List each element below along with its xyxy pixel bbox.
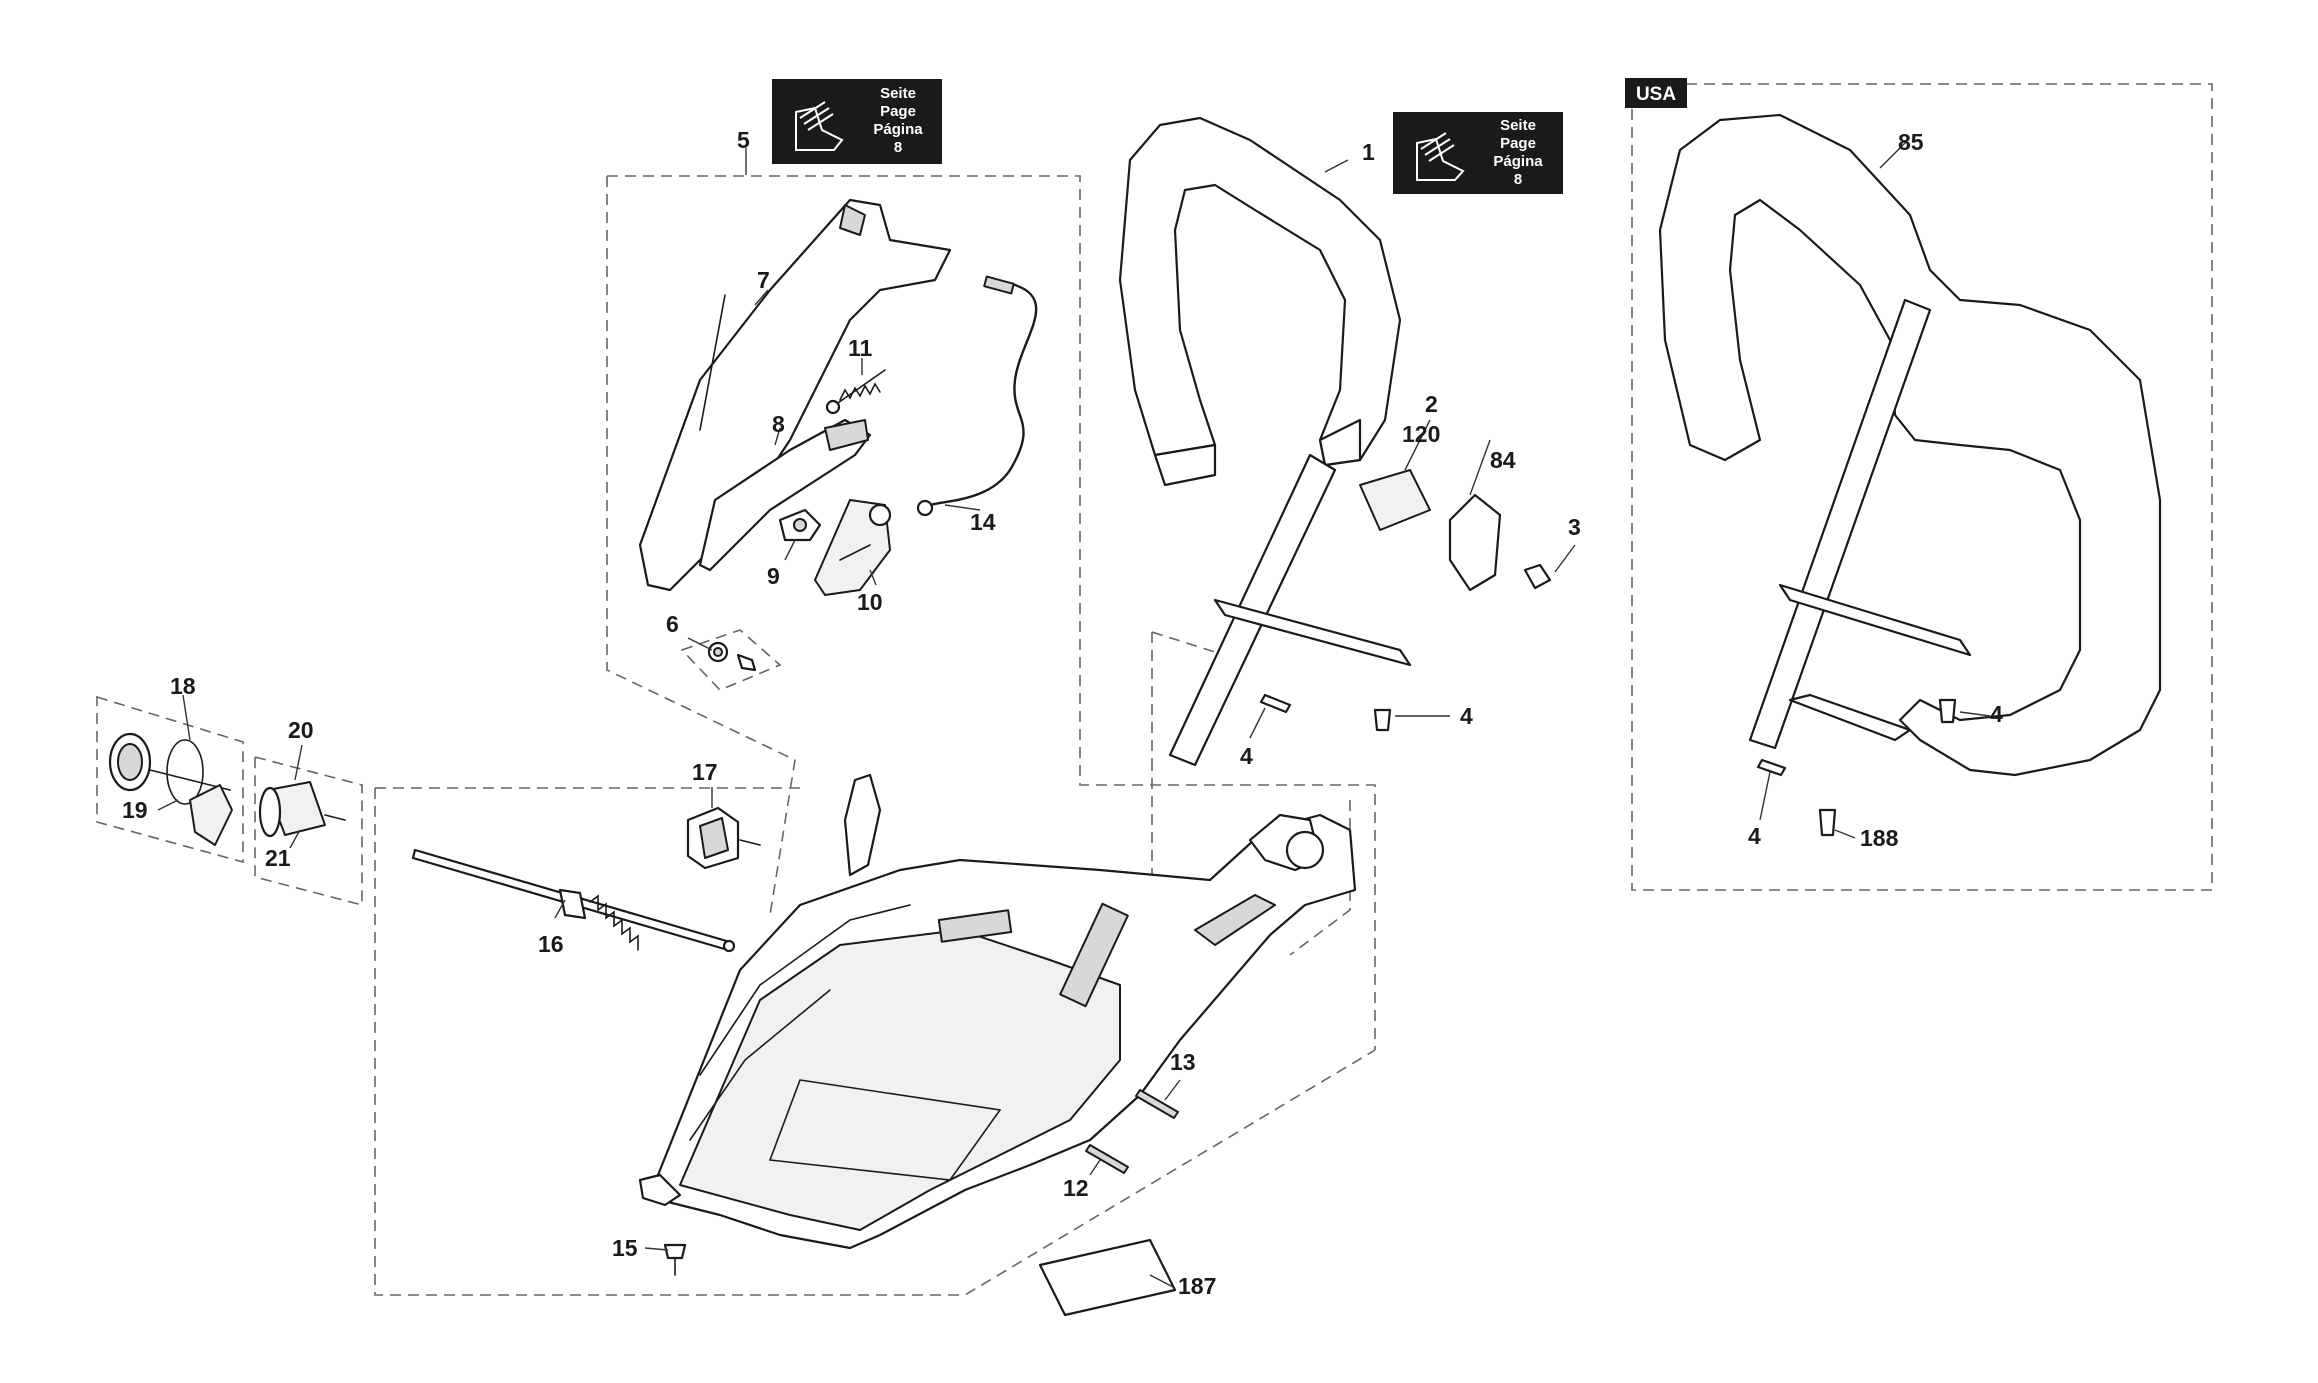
label-part-84: 84 [1490,447,1516,473]
group-20-outline [254,755,363,907]
page-ref-line-4: 8 [894,139,902,156]
label-part-16: 16 [538,931,564,957]
label-part-9: 9 [767,563,780,589]
usa-tag: USA [1625,78,1687,108]
page-ref-line-2: Page [880,103,916,120]
label-part-10: 10 [857,589,883,615]
manual-reference-icon [1416,132,1465,181]
label-part-4d: 4 [1748,823,1761,849]
part-16-shaft [411,848,736,953]
part-8-trigger [698,418,872,572]
label-part-2: 2 [1425,391,1438,417]
label-part-15: 15 [612,1235,638,1261]
label-part-11: 11 [848,335,873,361]
label-part-18: 18 [170,673,196,699]
page-ref-line-3: Página [1493,153,1543,170]
part-9-10-throttle-lock [778,499,892,596]
label-part-5: 5 [737,127,750,153]
part-labels: 1 2 120 84 3 4 4 5 7 8 11 9 10 14 6 17 1… [122,127,2003,1299]
label-part-13: 13 [1170,1049,1196,1075]
label-part-4a: 4 [1460,703,1473,729]
page-ref-line-2: Page [1500,135,1536,152]
label-part-20: 20 [288,717,314,743]
group-18-outline [96,695,244,864]
housing [638,773,1357,1250]
part-187-label [1038,1238,1177,1317]
part-7-handle-cover [638,198,952,592]
label-part-120: 120 [1402,421,1440,447]
usa-tag-text: USA [1636,84,1676,105]
label-part-7: 7 [757,267,770,293]
usa-group-outline [1631,83,2213,891]
label-part-14: 14 [970,509,996,535]
page-ref-line-1: Seite [1500,117,1536,134]
part-18-19-cap [108,732,233,846]
label-part-19: 19 [122,797,148,823]
leader-lines [157,139,1991,1289]
label-part-4b: 4 [1240,743,1253,769]
label-part-12: 12 [1063,1175,1089,1201]
manual-reference-icon [795,101,844,151]
part-15-screw [663,1243,687,1276]
page-ref-line-1: Seite [880,85,916,102]
label-part-85: 85 [1898,129,1924,155]
part-20-21-filter [258,781,346,838]
group-outlines [96,83,2213,1296]
label-part-6: 6 [666,611,679,637]
label-part-17: 17 [692,759,718,785]
part-1-handlebar [1118,116,1412,767]
part-14-cable [916,275,1038,517]
label-part-3: 3 [1568,514,1581,540]
label-part-4c: 4 [1990,701,2003,727]
page-ref-line-3: Página [873,121,923,138]
page-ref-line-4: 8 [1514,171,1522,188]
part-17-switch [686,806,761,870]
label-part-21: 21 [265,845,291,871]
label-part-1: 1 [1362,139,1375,165]
label-part-8: 8 [772,411,785,437]
page-ref-box-1: Seite Page Página 8 [772,79,942,164]
label-part-187: 187 [1178,1273,1216,1299]
part-120-84-3-clamp [1259,469,1552,732]
part-85-handlebar-usa [1658,113,2162,837]
label-part-188: 188 [1860,825,1899,851]
group-5-outline [607,175,1376,1050]
part-11-spring [825,369,886,415]
part-6-bushing [680,629,782,691]
page-ref-box-2: Seite Page Página 8 [1393,112,1563,194]
part-12-13-pins [1085,1089,1179,1174]
